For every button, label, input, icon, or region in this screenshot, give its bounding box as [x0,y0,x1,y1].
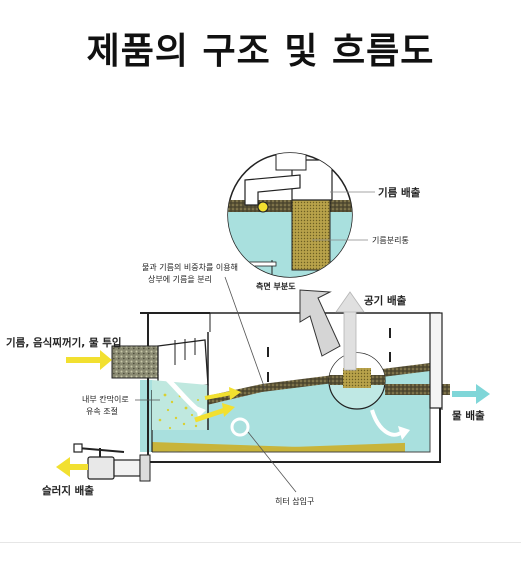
baffle-label-line2: 유속 조절 [86,407,118,416]
gravity-note-line1: 물과 기름의 비중차를 이용해 [142,263,238,272]
inlet-label: 기름, 음식찌꺼기, 물 투입 [6,337,122,349]
water-discharge-label: 물 배출 [452,410,485,422]
air-discharge-label: 공기 배출 [364,295,407,307]
water-out-arrow [452,384,490,404]
inlet-basket [111,332,209,430]
sludge-arrow [56,457,88,477]
inlet-arrow [66,350,112,370]
footer-divider [0,542,521,543]
sludge-valve [73,443,151,482]
callout-arrow [299,289,341,357]
sludge-discharge-label: 슬러지 배출 [42,485,94,497]
flow-arrows [158,370,410,440]
page-title: 제품의 구조 및 흐름도 [86,31,435,72]
oil-separator-label: 기름분리통 [372,236,409,245]
side-view-label: 측면 부분도 [256,282,296,291]
side-view-focus [328,291,386,410]
heater-port-circle [230,417,250,437]
gravity-note-line2: 상부에 기름을 분리 [148,275,212,284]
magnified-view [227,152,375,278]
oil-discharge-label: 기름 배출 [378,187,421,199]
heater-port-label: 히터 삽입구 [275,497,315,506]
baffle-label-line1: 내부 칸막이로 [82,395,129,404]
